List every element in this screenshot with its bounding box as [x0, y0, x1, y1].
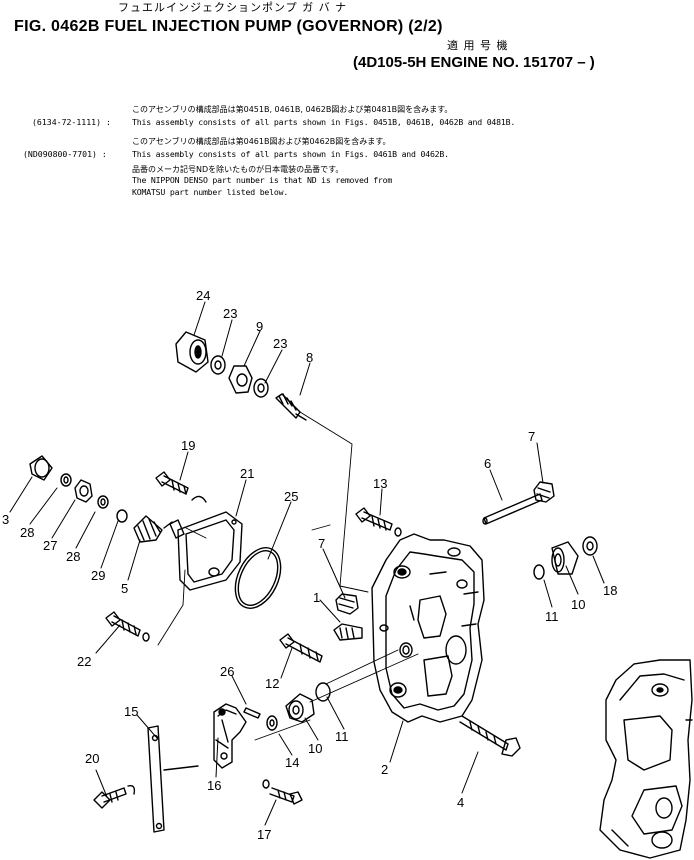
callout-4: 4 — [457, 795, 465, 810]
callout-21: 21 — [240, 466, 255, 481]
figure-title: FIG. 0462B FUEL INJECTION PUMP (GOVERNOR… — [14, 18, 443, 35]
part-11-o-ring — [533, 564, 545, 580]
part-1-screw — [333, 623, 363, 641]
part-24-plug — [175, 331, 209, 373]
part-10-bushing-2 — [285, 693, 315, 723]
part-23-washer — [210, 355, 226, 375]
callout-28: 28 — [20, 525, 35, 540]
leader-lines — [9, 301, 605, 826]
note-en-1: This assembly consists of all parts show… — [132, 117, 516, 127]
part-11-o-ring-2 — [315, 682, 331, 702]
callout-29: 29 — [91, 568, 106, 583]
part-4-bolt — [459, 715, 521, 757]
callout-6: 6 — [484, 456, 492, 471]
callout-23: 23 — [223, 306, 238, 321]
part-26-key — [243, 707, 261, 719]
part-20-bolt — [93, 784, 136, 809]
callout-10: 10 — [571, 597, 586, 612]
callout-7-b: 7 — [318, 536, 326, 551]
part-18-washer — [582, 536, 598, 556]
part-28-washer-2 — [97, 495, 109, 509]
callout-12: 12 — [265, 676, 280, 691]
callout-7: 7 — [528, 429, 536, 444]
note-en-4: KOMATSU part number listed below. — [132, 187, 289, 197]
kana-title: フュエルインジェクションポンプ ガ バ ナ — [118, 1, 348, 14]
callout-11: 11 — [545, 609, 559, 624]
note-jp-3: 品番のメーカ記号NDを除いたものが日本電装の品番です。 — [132, 165, 344, 174]
callout-15: 15 — [124, 704, 139, 719]
callout-2: 2 — [381, 762, 389, 777]
callout-3: 3 — [2, 512, 10, 527]
callout-18: 18 — [603, 583, 618, 598]
part-25-o-ring — [234, 547, 282, 609]
callout-8: 8 — [306, 350, 314, 365]
callout-25: 25 — [284, 489, 299, 504]
part-22-bolt — [105, 611, 150, 642]
assembly-axis-lines — [157, 411, 419, 741]
injection-pump-body-sketch — [599, 659, 693, 859]
note-en-2: This assembly consists of all parts show… — [132, 149, 449, 159]
part-8-adjust-screw — [275, 393, 307, 421]
callout-10-b: 10 — [308, 741, 323, 756]
part-19-bolt — [155, 471, 189, 495]
part-7-plug-2 — [335, 593, 359, 615]
callout-11-b: 11 — [335, 729, 349, 744]
part-16-lever — [213, 703, 247, 769]
part-14-washer — [266, 715, 278, 731]
part-21-gasket-clip — [191, 495, 207, 503]
callout-27: 27 — [43, 538, 58, 553]
part-7-plug — [533, 481, 555, 503]
part-23-washer-2 — [253, 378, 269, 398]
part-17-bolt — [262, 779, 303, 805]
callout-28-b: 28 — [66, 549, 81, 564]
part-6-pin — [482, 493, 543, 525]
part-5-screw — [133, 515, 163, 543]
callout-5: 5 — [121, 581, 129, 596]
note-part-number-2: (ND090800-7701) : — [23, 149, 107, 159]
callout-16: 16 — [207, 778, 222, 793]
part-13-bolt — [355, 507, 402, 537]
part-27-nut — [74, 479, 93, 503]
callout-1: 1 — [313, 590, 321, 605]
note-en-3: The NIPPON DENSO part number is that ND … — [132, 175, 393, 185]
note-jp-2: このアセンブリの構成部品は第0461B図および第0462B図を含みます。 — [132, 137, 391, 146]
callout-20: 20 — [85, 751, 100, 766]
callout-22: 22 — [77, 654, 92, 669]
callout-9: 9 — [256, 319, 264, 334]
callout-23-b: 23 — [273, 336, 288, 351]
note-part-number-1: (6134-72-1111) : — [32, 117, 111, 127]
part-9-nut — [228, 365, 253, 394]
part-3-sleeve — [29, 455, 53, 481]
applicable-label: 適 用 号 機 — [447, 39, 509, 52]
note-jp-1: このアセンブリの構成部品は第0451B, 0461B, 0462B図および第04… — [132, 105, 453, 114]
callout-19: 19 — [181, 438, 196, 453]
engine-serial: (4D105-5H ENGINE NO. 151707 – ) — [353, 54, 595, 71]
part-28-washer — [60, 473, 72, 487]
callout-14: 14 — [285, 755, 300, 770]
part-15-link-plate — [147, 725, 199, 833]
part-2-governor-housing — [371, 533, 485, 723]
part-21-cover — [163, 511, 243, 591]
callout-13: 13 — [373, 476, 388, 491]
callout-26: 26 — [220, 664, 235, 679]
part-29-o-ring — [116, 509, 128, 523]
callout-17: 17 — [257, 827, 272, 842]
part-12-bolt — [279, 633, 323, 663]
callout-24: 24 — [196, 288, 211, 303]
part-10-bushing — [551, 541, 579, 575]
